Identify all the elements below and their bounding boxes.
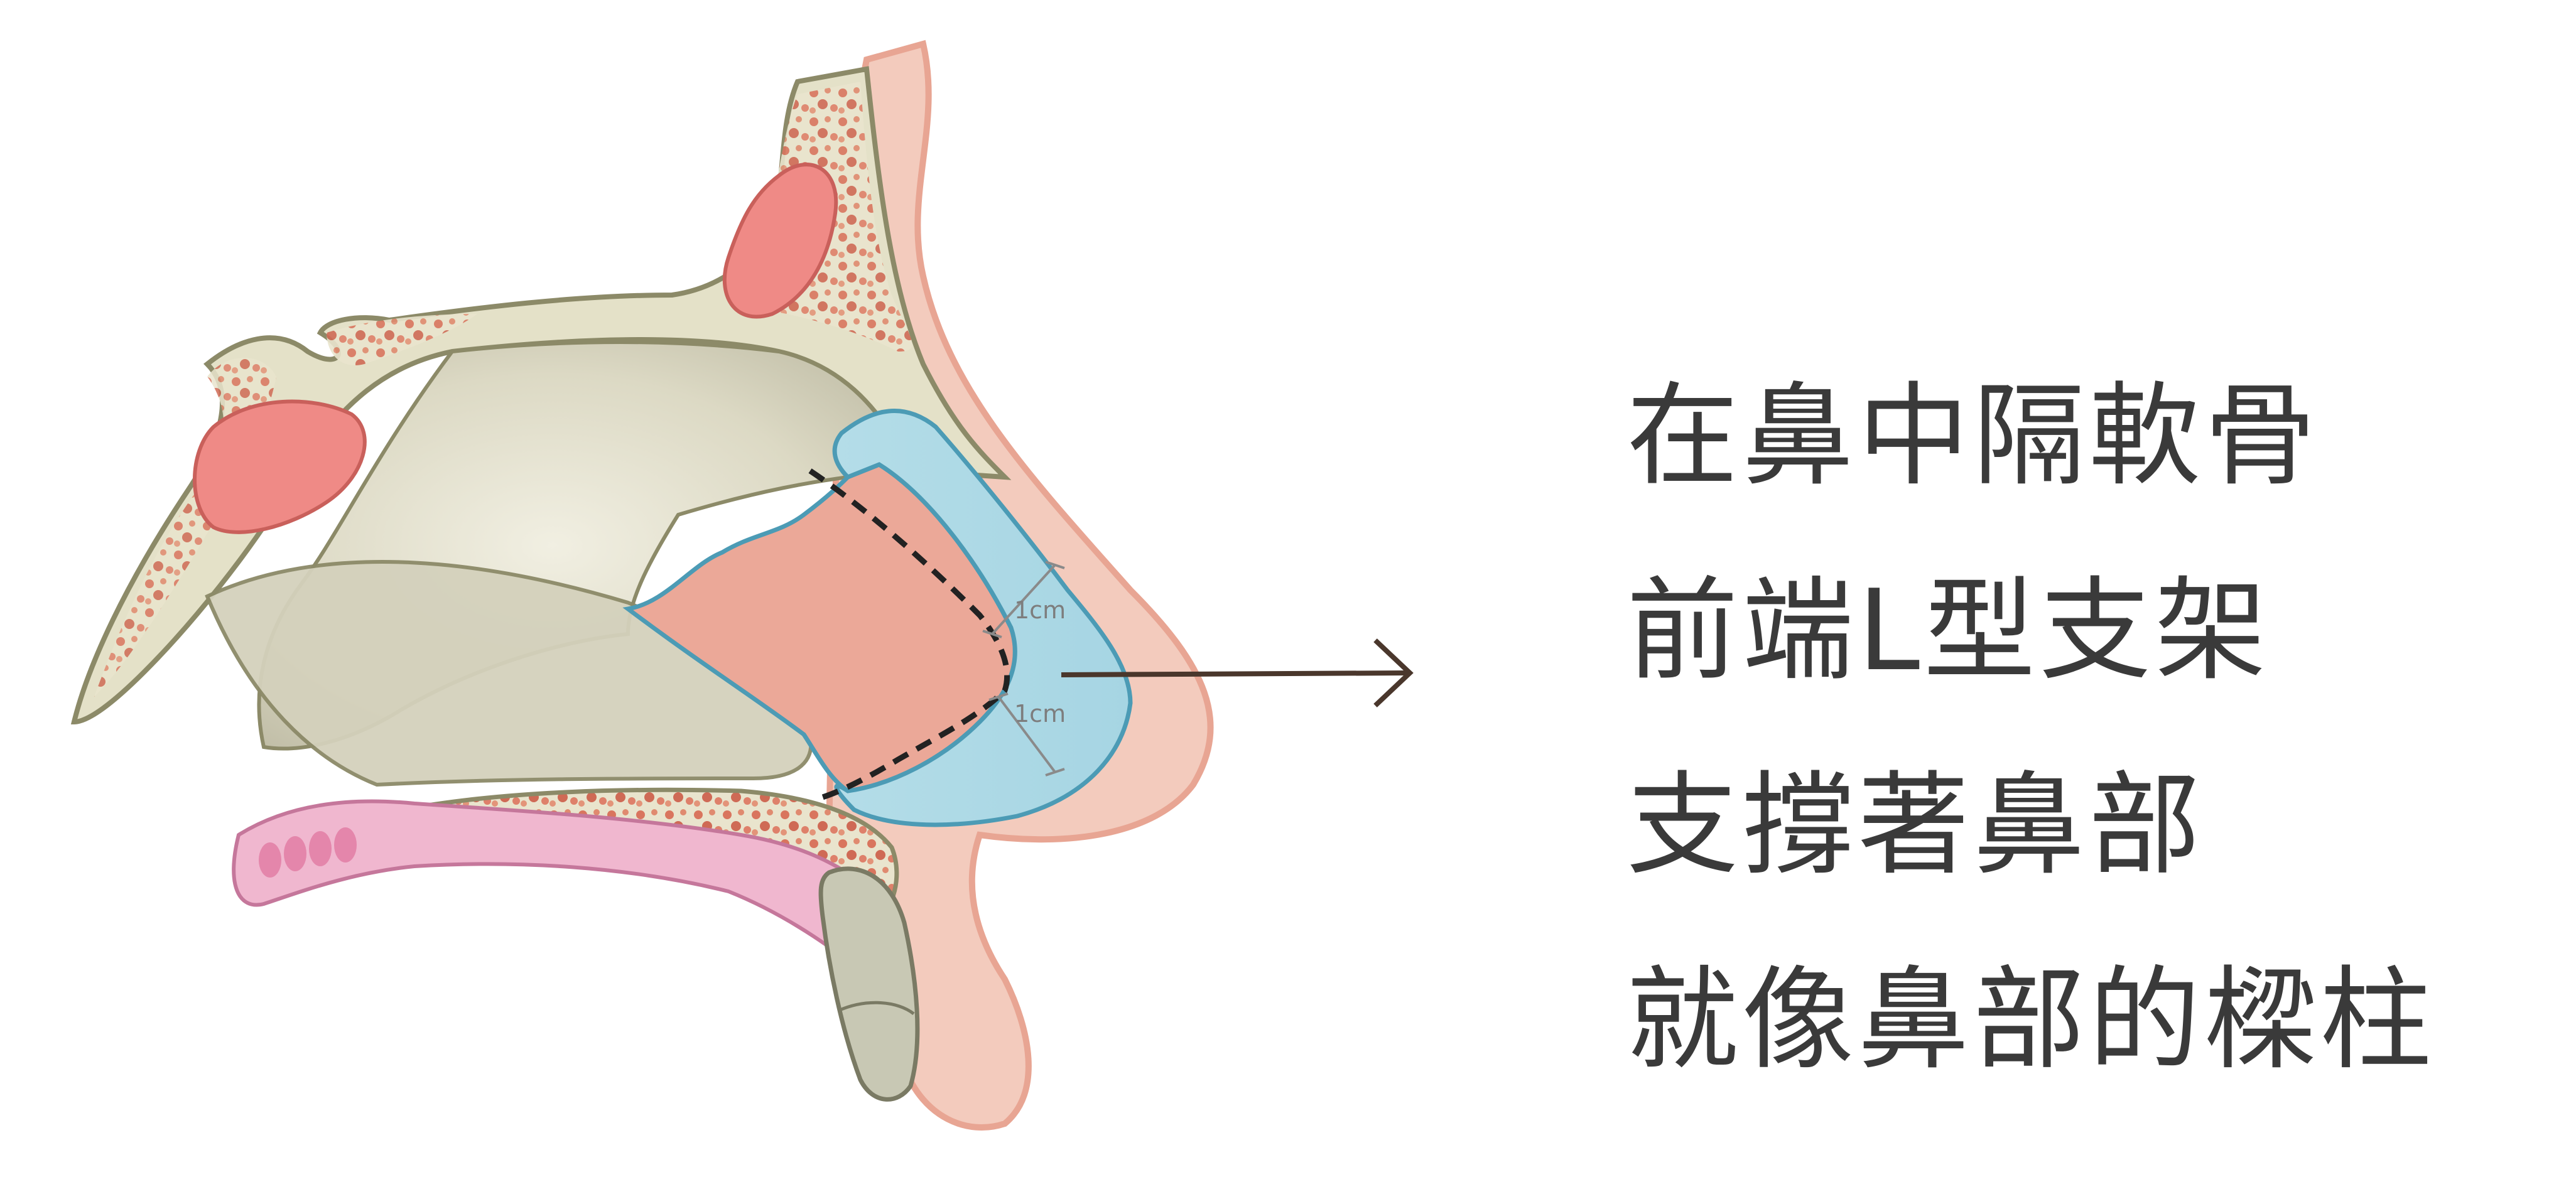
incisor-tooth [818,866,920,1102]
lower-measure-line [988,692,1065,777]
upper-measure-label: 1cm [1014,596,1066,624]
caption-line-2: 前端L型支架 [1626,566,2271,696]
palate-ridges [259,827,357,878]
l-strut-boundary-dashed [808,468,1010,800]
lower-measure-label: 1cm [1014,700,1066,728]
upper-measure-line [982,561,1065,638]
l-strut-cartilage [832,409,1133,827]
frontal-sinus [722,163,838,319]
sphenoid-sinus [193,399,367,534]
arrow-right-icon [1061,638,1414,707]
caption-line-3: 支撐著鼻部 [1626,760,2204,890]
caption-line-4: 就像鼻部的樑柱 [1626,955,2435,1085]
incisor-enamel-line [837,1001,915,1015]
caption-text-block: 在鼻中隔軟骨 前端L型支架 支撐著鼻部 就像鼻部的樑柱 [1626,339,2556,1117]
nasal-bone-marrow [327,314,477,365]
caption-line-1: 在鼻中隔軟骨 [1626,371,2320,501]
